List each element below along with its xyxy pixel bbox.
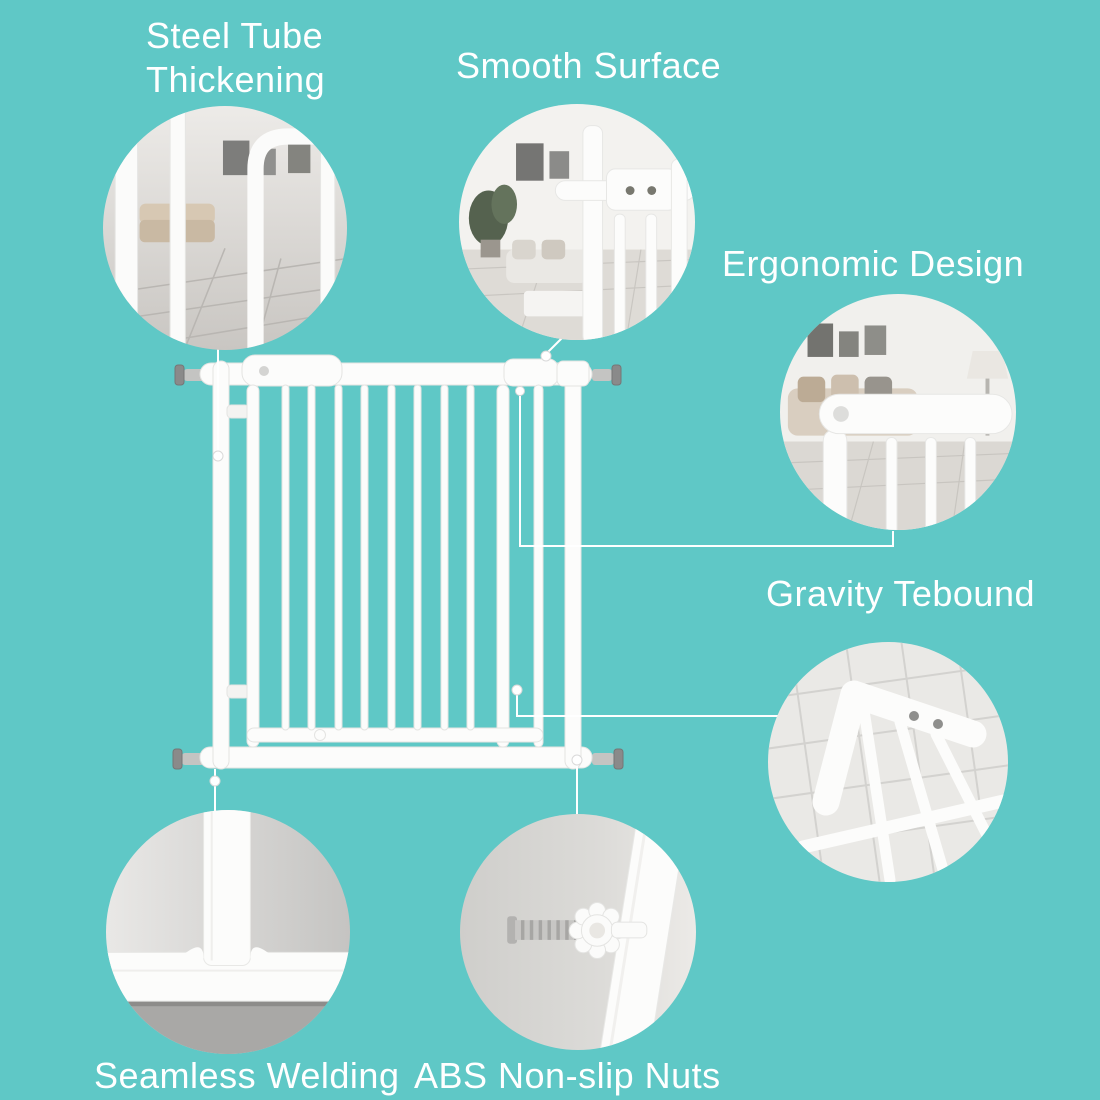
feature-label-steel-tube-thickening: Steel Tube Thickening xyxy=(146,15,326,100)
photo-smooth-surface xyxy=(459,104,695,340)
photo-gravity-tebound xyxy=(768,642,1008,882)
safety-gate-illustration xyxy=(172,354,624,770)
photo-abs-non-slip-nuts xyxy=(460,814,696,1050)
feature-label-abs-non-slip-nuts: ABS Non-slip Nuts xyxy=(414,1055,721,1096)
photo-seamless-welding xyxy=(106,810,350,1054)
feature-label-seamless-welding: Seamless Welding xyxy=(94,1055,400,1096)
feature-label-ergonomic-design: Ergonomic Design xyxy=(722,243,1025,284)
photo-steel-tube-thickening xyxy=(103,106,347,350)
photo-ergonomic-design xyxy=(780,294,1016,530)
feature-label-gravity-tebound: Gravity Tebound xyxy=(766,573,1035,614)
feature-label-smooth-surface: Smooth Surface xyxy=(456,45,722,86)
